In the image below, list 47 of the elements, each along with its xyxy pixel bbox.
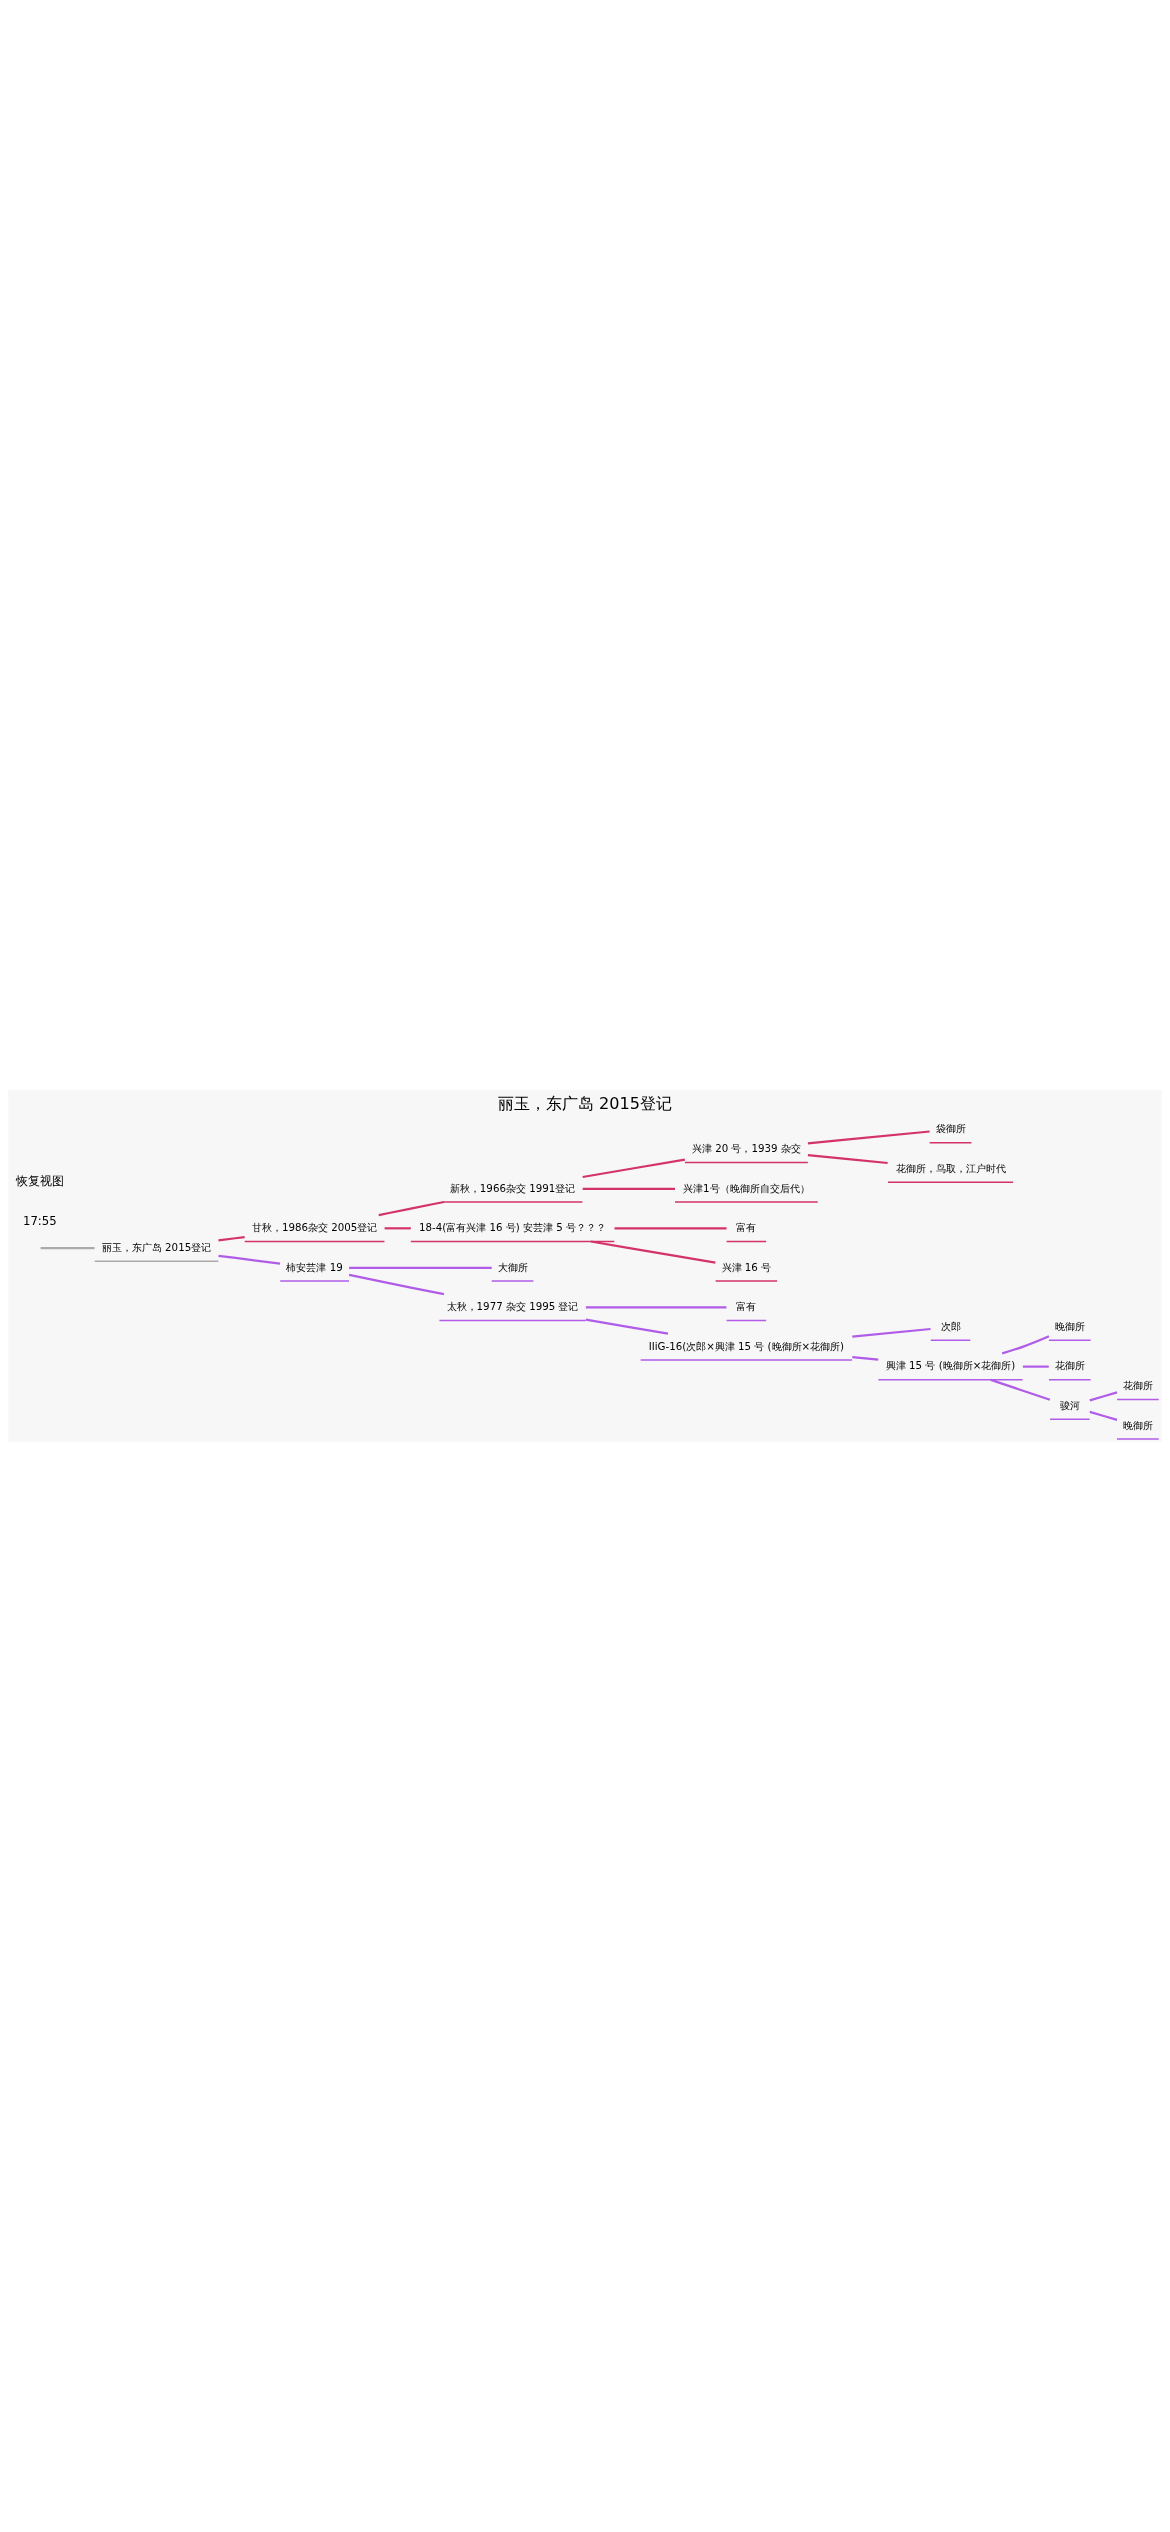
connector <box>218 1235 245 1242</box>
connector <box>1089 1410 1118 1421</box>
connector <box>1001 1335 1050 1355</box>
diagram-title: 丽玉，东广岛 2015登记 <box>497 1093 673 1113</box>
connector <box>807 1154 888 1165</box>
connector <box>378 1200 445 1217</box>
node-text: 18-4(富有兴津 16 号) 安芸津 5 号？？？ <box>419 1221 607 1234</box>
node-text: 兴津 16 号 <box>721 1260 772 1273</box>
connector <box>590 1240 716 1264</box>
connector <box>384 1227 411 1230</box>
node-text: 晚御所 <box>1122 1418 1153 1431</box>
connector <box>218 1254 281 1265</box>
connector <box>585 1318 669 1335</box>
connector <box>585 1306 727 1309</box>
connector <box>852 1327 931 1338</box>
node-text: 甘秋，1986杂交 2005登记 <box>251 1221 378 1234</box>
node-text: 太秋，1977 杂交 1995 登记 <box>446 1300 579 1313</box>
node-text: 兴津1号（晚御所自交后代） <box>683 1181 810 1194</box>
node-text: 骏河 <box>1059 1398 1080 1411</box>
node-text: 新秋，1966杂交 1991登记 <box>449 1181 576 1194</box>
node-text: 花御所 <box>1054 1359 1085 1372</box>
node-text: IIiG-16(次郎×興津 15 号 (晚御所×花御所) <box>648 1339 845 1352</box>
node-text: 晚御所 <box>1054 1319 1085 1332</box>
node-text: 袋御所 <box>935 1122 966 1135</box>
connector <box>852 1356 879 1361</box>
node-text: 富有 <box>736 1221 757 1234</box>
connector <box>807 1130 930 1145</box>
node-text: 丽玉，东广岛 2015登记 <box>101 1240 212 1253</box>
node-text: 次郎 <box>940 1319 961 1332</box>
node-text: 兴津 20 号，1939 杂交 <box>691 1141 801 1154</box>
connector <box>582 1187 675 1190</box>
connector <box>1022 1365 1049 1368</box>
connector <box>582 1158 686 1179</box>
connector <box>614 1227 727 1230</box>
node-text: 大御所 <box>497 1260 528 1273</box>
connector <box>349 1266 492 1269</box>
label: 恢复视图 <box>15 1173 64 1188</box>
node-text: 花御所 <box>1122 1379 1153 1392</box>
node-text: 柿安芸津 19 <box>286 1260 343 1273</box>
connector <box>990 1378 1051 1401</box>
node-text: 興津 15 号 (晚御所×花御所) <box>885 1359 1016 1372</box>
node-text: 富有 <box>736 1300 757 1313</box>
node-text: 花御所，鸟取，江户时代 <box>895 1161 1006 1174</box>
connector <box>1089 1391 1118 1402</box>
connector <box>348 1273 445 1296</box>
connector <box>40 1246 95 1250</box>
label: 17:55 <box>22 1213 57 1228</box>
